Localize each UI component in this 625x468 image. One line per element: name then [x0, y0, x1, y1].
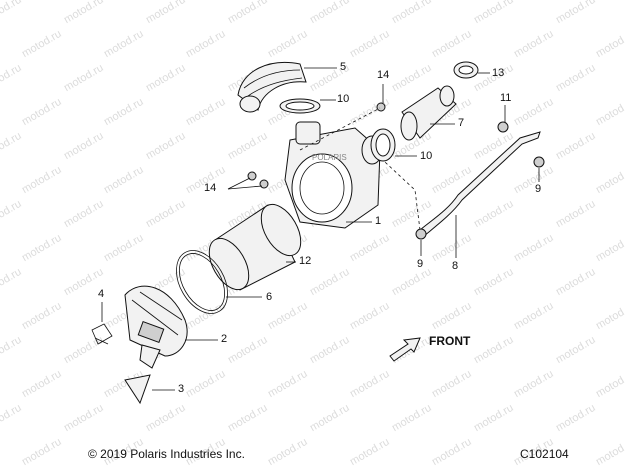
callout-14-upper: 14 — [377, 69, 390, 81]
callout-6: 6 — [266, 291, 273, 303]
part-14-bolts-lower — [227, 171, 269, 190]
part-12-air-filter — [208, 203, 302, 291]
part-9-cap-lower — [415, 228, 427, 256]
front-arrow-icon — [389, 337, 421, 362]
callout-14-lower: 14 — [204, 182, 217, 194]
callout-12: 12 — [299, 255, 312, 267]
part-7-elbow-tube — [400, 85, 457, 141]
diagram-code: C102104 — [520, 447, 569, 461]
callout-11: 11 — [500, 92, 512, 104]
callout-1: 1 — [375, 215, 382, 227]
callout-10-middle: 10 — [420, 150, 433, 162]
part-2-airbox-cover — [124, 285, 188, 369]
copyright-text: © 2019 Polaris Industries Inc. — [88, 447, 245, 461]
part-6-o-ring — [176, 250, 228, 314]
callout-7: 7 — [458, 117, 465, 129]
callout-9-right: 9 — [535, 183, 542, 195]
housing-logo: POLARIS — [312, 153, 347, 162]
part-11-fitting — [497, 105, 509, 133]
part-14-bolt-upper — [376, 84, 386, 112]
callout-4: 4 — [98, 288, 105, 300]
part-8-drain-tube — [419, 131, 541, 237]
callout-2: 2 — [221, 333, 228, 345]
callout-8: 8 — [452, 260, 459, 272]
part-1-airbox-housing: POLARIS — [284, 121, 383, 229]
callout-3: 3 — [178, 383, 185, 395]
callout-13: 13 — [492, 67, 505, 79]
callout-10-upper: 10 — [337, 93, 350, 105]
part-3-duct-piece — [124, 374, 151, 405]
part-13-hose-clamp — [453, 61, 479, 79]
part-9-cap-right — [533, 156, 545, 182]
part-4-clip — [91, 302, 113, 345]
callout-5: 5 — [340, 61, 347, 73]
front-label: FRONT — [429, 334, 471, 348]
part-10-clamp-upper — [279, 98, 321, 114]
callout-9-lower: 9 — [417, 258, 424, 270]
part-5-intake-boot — [237, 62, 307, 113]
part-10-clamp-middle — [370, 128, 396, 162]
